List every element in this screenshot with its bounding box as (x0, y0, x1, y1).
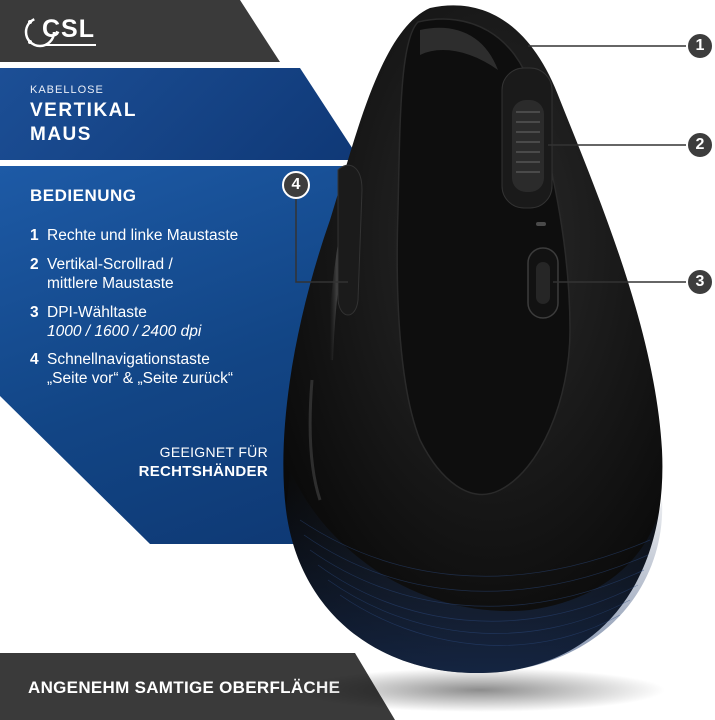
callout-1: 1 (686, 32, 714, 60)
feature-number: 1 (30, 227, 39, 244)
suitable-label: GEEIGNET FÜR (159, 444, 268, 460)
texture-lines (299, 519, 651, 646)
logo-underline (44, 44, 96, 46)
feature-number: 3 (30, 304, 39, 321)
feature-number: 2 (30, 256, 39, 273)
mouse-base-sheen (286, 470, 663, 674)
feature-item-2: 2 Vertikal-Scrollrad / mittlere Maustaste (30, 255, 174, 293)
feature-text: DPI-Wähltaste (47, 304, 147, 321)
callout-4: 4 (282, 171, 310, 199)
vertical-mouse-image (283, 5, 686, 712)
side-button (337, 164, 363, 316)
title-panel (0, 68, 360, 160)
led-indicator (536, 222, 546, 226)
feature-item-4: 4 Schnellnavigationstaste „Seite vor“ & „… (30, 350, 233, 388)
logo-banner (0, 0, 280, 62)
logo-text: CSL (42, 15, 95, 43)
button-gloss (420, 27, 498, 70)
scroll-wheel (512, 100, 544, 192)
feature-text-line2: 1000 / 1600 / 2400 dpi (47, 323, 202, 340)
feature-text-line2: „Seite vor“ & „Seite zurück“ (47, 370, 234, 387)
section-heading: BEDIENUNG (30, 186, 137, 205)
title-line-2: MAUS (30, 124, 92, 145)
csl-logo-icon (24, 16, 56, 48)
feature-item-1: 1 Rechte und linke Maustaste (30, 226, 238, 245)
feature-item-3: 3 DPI-Wähltaste 1000 / 1600 / 2400 dpi (30, 303, 201, 341)
feature-text-line2: mittlere Maustaste (47, 275, 174, 292)
callout-2: 2 (686, 131, 714, 159)
suitable-strong: RECHTSHÄNDER (138, 463, 268, 480)
title-line-1: VERTIKAL (30, 100, 137, 121)
bottom-banner-text: ANGENEHM SAMTIGE OBERFLÄCHE (28, 678, 341, 697)
side-shine-2 (308, 379, 322, 501)
title-small: KABELLOSE (30, 84, 104, 96)
title-large: VERTIKAL MAUS (30, 99, 230, 147)
feature-text: Rechte und linke Maustaste (47, 227, 239, 244)
callout-leader-lines (295, 45, 686, 283)
mouse-shadow (295, 668, 665, 712)
feature-text: Schnellnavigationstaste (47, 351, 210, 368)
scroll-wheel-ridges (516, 111, 540, 173)
callout-3: 3 (686, 268, 714, 296)
dpi-button-inner (536, 262, 550, 304)
feature-number: 4 (30, 351, 39, 368)
feature-text: Vertikal-Scrollrad / (47, 256, 173, 273)
